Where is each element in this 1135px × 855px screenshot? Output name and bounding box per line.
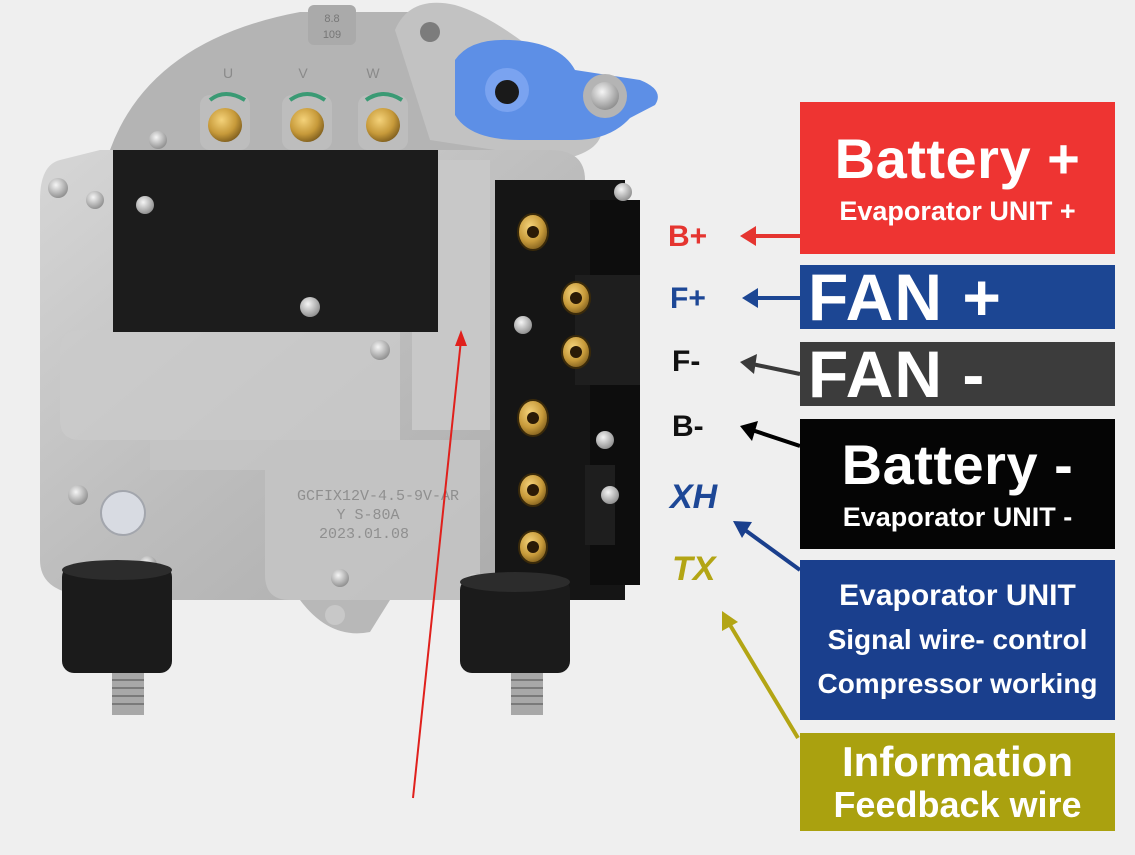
housing-screws <box>48 131 632 591</box>
pin-label-f-plus: F+ <box>670 282 706 315</box>
fan-plus-title: FAN + <box>808 260 1002 334</box>
housing-engraving: GCFIX12V-4.5-9V-AR Y S-80A 2023.01.08 <box>297 488 459 543</box>
pin-label-xh: XH <box>670 478 718 516</box>
fan-plus-box: FAN + <box>800 260 1115 334</box>
info-line-1: Information <box>842 738 1073 785</box>
vent-plug <box>100 490 146 536</box>
svg-text:8.8: 8.8 <box>324 13 339 25</box>
info-line-2: Feedback wire <box>833 784 1082 825</box>
rubber-feet <box>62 560 570 715</box>
battery-plus-box: Battery + Evaporator UNIT + <box>800 102 1115 254</box>
fan-minus-title: FAN - <box>808 337 986 411</box>
feedback-wire-box: Information Feedback wire <box>800 733 1115 831</box>
signal-line-3: Compressor working <box>817 668 1098 699</box>
terminal-mark-w: W <box>366 65 380 81</box>
b-plus-arrow <box>740 226 800 246</box>
pin-label-b-plus: B+ <box>668 220 708 253</box>
signal-line-1: Evaporator UNIT <box>839 579 1076 612</box>
xh-arrow <box>733 521 802 572</box>
production-date: 2023.01.08 <box>319 526 409 543</box>
battery-minus-subtitle: Evaporator UNIT - <box>842 502 1073 532</box>
signal-wire-box: Evaporator UNIT Signal wire- control Com… <box>800 560 1115 720</box>
signal-line-2: Signal wire- control <box>827 624 1088 655</box>
tx-arrow <box>722 611 800 740</box>
f-minus-arrow <box>740 354 801 376</box>
model-spec: Y S-80A <box>336 507 399 524</box>
red-pointer-arrow <box>412 330 467 799</box>
pin-label-f-minus: F- <box>672 345 701 378</box>
terminal-mark-u: U <box>223 65 233 81</box>
battery-plus-subtitle: Evaporator UNIT + <box>839 196 1076 226</box>
connector-block <box>495 180 640 600</box>
phase-terminals: U V W <box>200 65 408 150</box>
pin-label-tx: TX <box>672 550 716 588</box>
top-bolt: 8.8 109 <box>308 5 356 45</box>
svg-text:109: 109 <box>323 29 341 41</box>
terminal-mark-v: V <box>298 65 308 81</box>
f-plus-arrow <box>742 288 800 308</box>
blue-port-cap <box>455 39 658 141</box>
battery-minus-box: Battery - Evaporator UNIT - <box>800 419 1115 549</box>
battery-minus-title: Battery - <box>841 433 1074 496</box>
black-cover-plate <box>113 150 438 332</box>
fan-minus-box: FAN - <box>800 337 1115 411</box>
battery-plus-title: Battery + <box>834 127 1081 190</box>
b-minus-arrow <box>740 421 801 448</box>
model-number: GCFIX12V-4.5-9V-AR <box>297 488 459 505</box>
pin-label-b-minus: B- <box>672 410 704 443</box>
